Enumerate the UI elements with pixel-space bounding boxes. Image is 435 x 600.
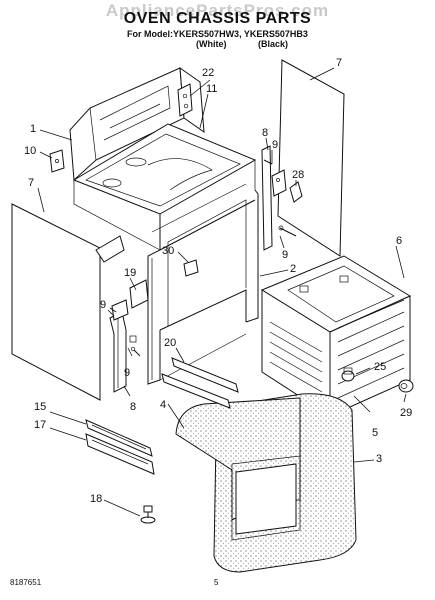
page-number: 5 [214,578,219,587]
callout-3: 3 [376,453,382,465]
leveling-foot-part [263,159,303,237]
oven-cavity-part [260,255,412,417]
callout-22: 22 [202,67,214,79]
callout-5: 5 [372,427,378,439]
callout-9-left-lower: 9 [124,367,130,379]
callout-20: 20 [164,337,176,349]
callout-19: 19 [124,267,136,279]
callout-10: 10 [24,145,36,157]
callout-11: 11 [206,83,217,95]
callout-18: 18 [90,493,102,505]
callout-6: 6 [396,235,402,247]
callout-28: 28 [292,169,304,181]
callout-30: 30 [162,245,174,257]
kick-rail-part [161,357,239,409]
callout-8-right: 8 [262,127,268,139]
left-panel-latch-part [95,235,125,263]
callout-2: 2 [290,263,296,275]
bottom-rail-upper-part [85,419,153,457]
chassis-top-part [72,123,257,251]
callout-1: 1 [30,123,36,135]
sensor-part [183,259,199,277]
callout-9-upper-right: 9 [272,139,278,151]
diagram-title: OVEN CHASSIS PARTS [123,10,312,27]
chassis-frame-part [147,183,259,385]
rear-panel-part [69,66,205,182]
callout-4: 4 [160,399,166,411]
leader-lines [37,67,407,517]
callout-7-left: 7 [28,177,34,189]
left-side-panel-part [11,203,101,401]
callout-25: 25 [374,361,386,373]
callout-7-right: 7 [336,57,342,69]
right-side-panel-part [277,59,345,257]
watermark: AppliancePartsPros.com [105,1,330,20]
callout-15: 15 [34,401,46,413]
screw-parts [109,307,141,357]
model-line: For Model:YKERS507HW3, YKERS507HB3 [127,29,308,39]
light-bulb-part [398,379,414,393]
document-number: 8187651 [10,578,42,587]
callout-9-lower-right: 9 [282,249,288,261]
callout-29: 29 [400,407,412,419]
light-socket-part [341,367,355,382]
callout-17: 17 [34,419,46,431]
variant-black-label: (Black) [258,39,289,49]
side-clip-part [49,149,65,173]
hinge-bracket-part [177,83,193,117]
callout-8-left: 8 [130,401,136,413]
bottom-rail-lower-part [85,433,155,475]
oven-insulation-part [175,393,357,573]
variant-white-label: (White) [196,39,227,49]
callout-9-left-upper: 9 [100,299,106,311]
leveling-leg-part [140,505,156,524]
callout-labels: 1 10 7 22 11 7 8 9 28 9 2 6 30 19 9 9 8 … [24,57,412,505]
